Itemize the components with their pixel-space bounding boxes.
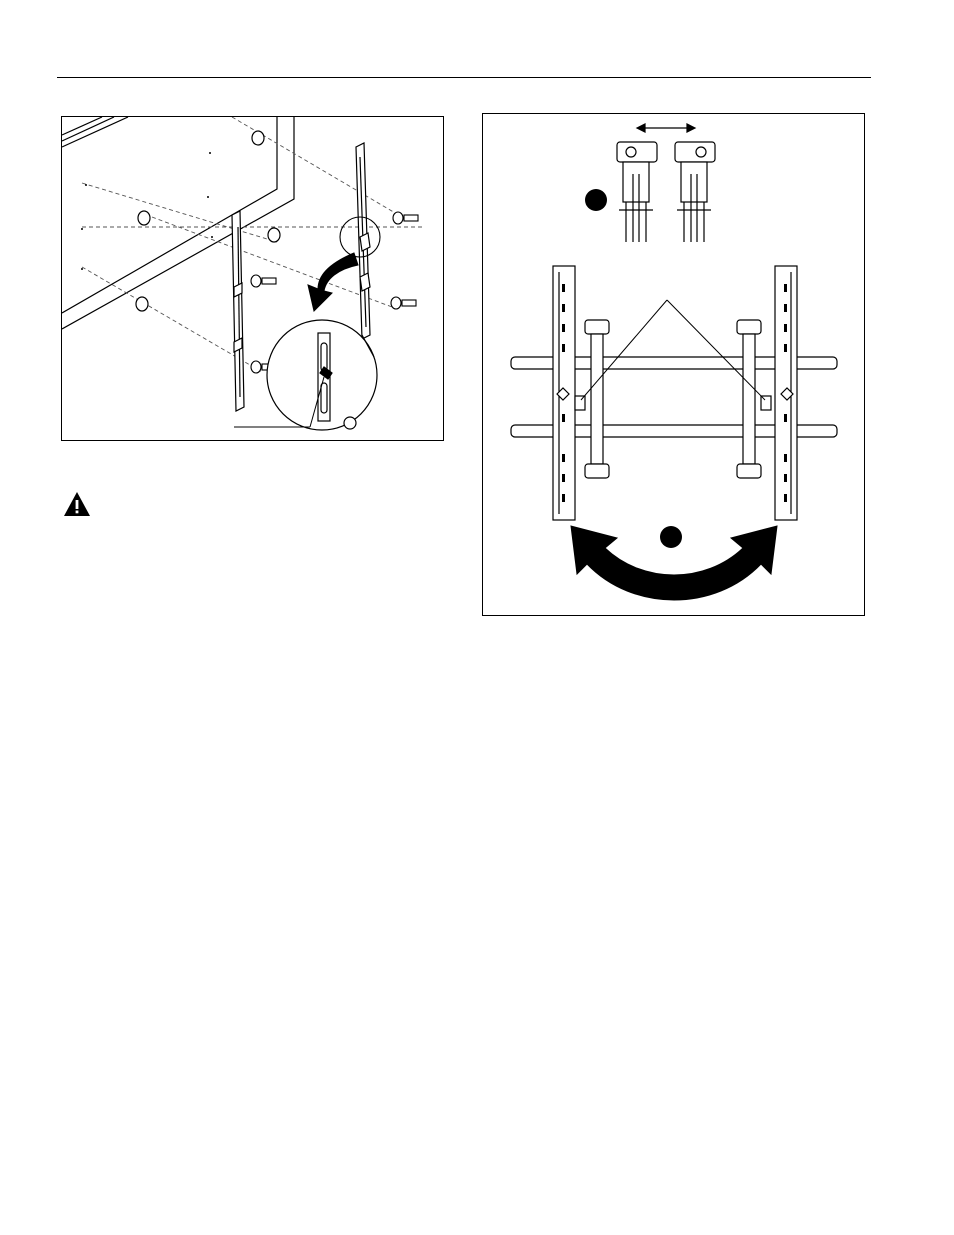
- figure-bracket-mounting: [61, 116, 444, 441]
- mounting-illustration: [62, 117, 445, 442]
- curved-arrow-icon: [308, 253, 358, 311]
- double-arrow-icon: [637, 124, 695, 132]
- screw-icon: [391, 297, 416, 309]
- header-rule: [57, 77, 871, 78]
- inner-arms: [575, 320, 771, 478]
- figure-bracket-adjustment: [482, 113, 865, 616]
- right-vertical-bracket: [775, 266, 797, 520]
- spacer-icon: [268, 228, 280, 242]
- adjustment-illustration: [483, 114, 866, 617]
- left-bracket: [232, 211, 244, 411]
- warning-triangle-icon: [63, 491, 91, 517]
- top-detail-views: [617, 142, 715, 242]
- step-marker-a-icon: [585, 189, 607, 211]
- callout-lines: [581, 300, 765, 400]
- step-marker-b-icon: [660, 526, 682, 548]
- spacer-icon: [136, 297, 148, 311]
- magnified-detail: [267, 320, 377, 430]
- panel-holes: [81, 152, 213, 270]
- screw-icon: [393, 212, 418, 224]
- right-bracket: [356, 143, 370, 339]
- display-back-panel: [62, 117, 294, 329]
- screw-icon: [251, 275, 276, 287]
- spacer-icon: [138, 211, 150, 225]
- spacer-icon: [252, 131, 264, 145]
- left-vertical-bracket: [553, 266, 575, 520]
- alignment-dashed-lines: [82, 117, 422, 372]
